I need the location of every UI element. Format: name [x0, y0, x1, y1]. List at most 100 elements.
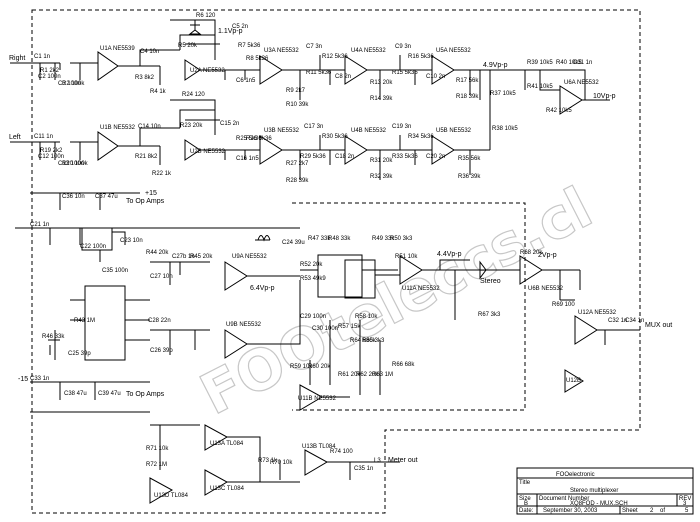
opamp-u1b-symbol	[97, 131, 119, 161]
label-right-27: C10 2n	[426, 74, 445, 80]
meter-section	[149, 424, 400, 504]
label-supply-6: C35 100n	[102, 268, 128, 274]
label-left-18: R30 5k36	[322, 134, 348, 140]
annot-10v: 10Vp-p	[593, 93, 616, 100]
opamp-u11a-symbol	[399, 255, 423, 285]
port-minus15: -15	[18, 376, 28, 383]
label-right-21: C8 2n	[335, 74, 351, 80]
label-right-8: R5 20k	[178, 43, 198, 49]
opamp-u12b-symbol	[564, 369, 584, 393]
annot-4v9: 4.9Vp-p	[483, 62, 508, 69]
label-opamp-0: U1A NE5539	[100, 46, 135, 52]
label-mux-15: R53 49k9	[300, 276, 326, 282]
opamp-u4a-symbol	[344, 55, 368, 85]
label-left-15: R28 39k	[286, 178, 309, 184]
oscillator-counter-section	[48, 285, 150, 361]
switch-u10	[317, 254, 363, 298]
tb-size-label: Size	[519, 496, 531, 502]
label-mux-29: R68 20k	[520, 250, 543, 256]
label-right-3: R1 2k2	[40, 68, 60, 74]
tb-of-label: of	[660, 508, 665, 514]
label-mux-9: R47 33k	[308, 236, 331, 242]
label-mux-32: C34 1n	[625, 318, 644, 324]
label-opamp-4: U3A NE5532	[264, 48, 299, 54]
port-right: Right	[9, 55, 25, 62]
label-left-7: R22 1k	[152, 171, 172, 177]
label-right-11: R7 5k36	[238, 43, 261, 49]
label-mux-22: R61 20k	[338, 372, 361, 378]
label-opamp-13: U9B NE5532	[226, 322, 262, 328]
label-mux-14: R52 20k	[300, 262, 323, 268]
label-right-19: R13 20k	[370, 80, 393, 86]
opamp-u13b-symbol	[304, 449, 329, 476]
label-left-22: C19 3n	[392, 124, 411, 130]
tb-title-label: Title	[519, 480, 531, 486]
label-supply-2: C21 1n	[30, 222, 49, 228]
label-right-6: C4 10n	[140, 49, 159, 55]
watermark-text: FOOteleccs.cl	[191, 175, 603, 428]
label-mux-38: C35 1n	[354, 466, 373, 472]
port-mux-out: MUX out	[645, 322, 672, 329]
annot-6v4: 6.4Vp-p	[250, 285, 275, 292]
label-right-31: R40 10k5	[556, 60, 582, 66]
label-opamp-5: U3B NE5532	[264, 128, 300, 134]
label-opamp-14: U11A NE5532	[402, 286, 440, 292]
label-opamp-3: U2B NE5532	[190, 149, 226, 155]
label-mux-0: R44 20k	[146, 250, 169, 256]
label-right-33: R42 10k5	[546, 108, 572, 114]
label-supply-0: C36 10n	[62, 194, 85, 200]
label-left-25: R35 56k	[458, 156, 481, 162]
label-right-30: R39 10k5	[527, 60, 553, 66]
tb-date-label: Date:	[519, 508, 534, 514]
tb-sheet-label: Sheet	[622, 508, 638, 514]
board-outline	[31, 9, 641, 514]
opamp-u5b-symbol	[431, 135, 455, 165]
port-left: Left	[9, 134, 21, 141]
opamp-u5a-symbol	[431, 55, 455, 85]
switch-u10b	[344, 259, 376, 299]
tb-sheet: 2	[650, 508, 654, 514]
label-right-17: R11 5k36	[306, 70, 332, 76]
label-mux-24: R63 1M	[372, 372, 393, 378]
label-left-12: R26 5k36	[246, 136, 272, 142]
tb-rev-label: REV	[679, 496, 691, 502]
tb-size: B	[524, 501, 528, 507]
right-channel	[10, 19, 610, 150]
label-left-23: R33 5k36	[392, 154, 418, 160]
label-left-5: R21 8k2	[135, 154, 158, 160]
label-mux-18: R57 15k	[338, 324, 361, 330]
label-opamp-21: U13D TL084	[154, 493, 189, 499]
label-opamp-12: U9A NE5532	[232, 254, 267, 260]
label-mux-8: R46 33k	[42, 334, 65, 340]
label-left-2: C13 100n	[58, 161, 84, 167]
label-opamp-7: U4B NE5532	[351, 128, 387, 134]
opamp-u1a-symbol	[97, 51, 119, 81]
label-mux-26: R65 3k3	[362, 338, 385, 344]
label-right-15: R10 39k	[286, 102, 309, 108]
label-mux-2: C27b 1n	[172, 254, 195, 260]
label-mux-39: L3	[374, 458, 381, 464]
label-opamp-18: U13A TL084	[210, 441, 244, 447]
annot-1v1: 1.1Vp-p	[218, 28, 243, 35]
power-supply-section	[15, 192, 300, 413]
label-opamp-20: U13C TL084	[210, 486, 245, 492]
label-right-20: R14 39k	[370, 96, 393, 102]
label-mux-20: R59 10k	[290, 364, 313, 370]
opamp-u11b-symbol	[299, 384, 324, 411]
label-right-10: C5 2n	[232, 24, 248, 30]
label-left-4: R20 100k	[62, 161, 89, 167]
annot-2v: 2Vp-p	[538, 252, 557, 259]
label-right-14: R9 2k7	[286, 88, 306, 94]
annot-4v4: 4.4Vp-p	[437, 251, 462, 258]
multiplexer-section	[150, 254, 640, 411]
port-to-op-amps-1: To Op Amps	[126, 198, 165, 205]
tb-title: Stereo multiplexer	[570, 488, 618, 494]
opamp-u9b-symbol	[224, 261, 248, 291]
tb-docnum: XQ8FOD - MUX.SCH	[570, 501, 628, 507]
label-mux-7: R43 1M	[74, 318, 95, 324]
mux-section-outline	[292, 202, 526, 411]
label-right-24: R16 5k36	[408, 54, 434, 60]
